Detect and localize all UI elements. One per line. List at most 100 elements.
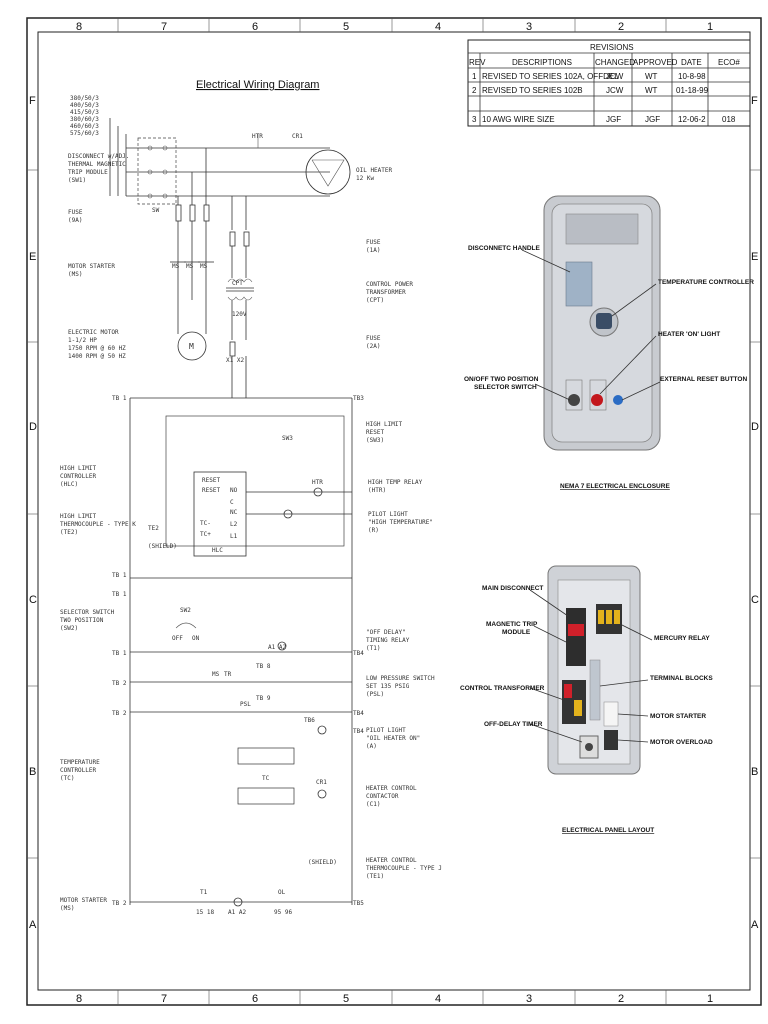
rev-row1-approved: WT [645,72,658,81]
cpt-l2: TRANSFORMER [366,289,406,296]
zone-labels-left: F E D C B A [29,95,37,931]
oil-heater-symbol [305,149,351,195]
tb1-sel: TB 1 [112,650,127,657]
zone-left-A: A [29,919,37,931]
heater-light-illustration [591,394,603,406]
zone-top-5: 5 [343,21,349,33]
pilotoil-l3: (A) [366,743,377,750]
sel-l3: (SW2) [60,625,78,632]
sw3-tag: SW3 [282,435,293,442]
main-disconnect-illustration [566,608,586,666]
zone-bottom-3: 3 [526,993,532,1005]
hlc-l1: L1 [230,533,238,540]
rev-col-desc: DESCRIPTIONS [512,58,572,67]
cpt-l3: (CPT) [366,297,384,304]
callout-heater-light: HEATER 'ON' LIGHT [658,331,720,338]
rev-row3-eco: 018 [722,115,736,124]
reset-button-illustration [613,395,623,405]
tb1-mid-1: TB 1 [112,572,127,579]
zone-top-4: 4 [435,21,441,33]
sel-l2: TWO POSITION [60,617,104,624]
te2-tag: TE2 [148,525,159,532]
hltc-l3: (TE2) [60,529,78,536]
zone-left-F: F [29,95,36,107]
ms-contact-label-2: MS [186,263,194,270]
motor-l4: 1400 RPM @ 50 HZ [68,353,126,360]
motor-l2: 1-1/2 HP [68,337,97,344]
rev-row3-date: 12-06-2 [678,115,706,124]
tb9-tag: TB 9 [256,695,271,702]
cr1-coil-tag: CR1 [316,779,327,786]
cpt-tag: CPT [232,280,243,287]
callout-selector-1: ON/OFF TWO POSITION [464,376,539,383]
tb4-3: TB4 [353,728,364,735]
callout-mercury-relay: MERCURY RELAY [654,635,710,642]
tb2-tc: TB 2 [112,710,127,717]
ms-contact-label-3: MS [200,263,208,270]
htc-l1: HEATER CONTROL [366,857,417,864]
fuse2a-l2: (2A) [366,343,380,350]
zone-bottom-4: 4 [435,993,441,1005]
fuse1a-l1: FUSE [366,239,381,246]
rev-col-approved: APPROVED [633,58,678,67]
tb4-2: TB4 [353,710,364,717]
hlreset-l2: RESET [366,429,384,436]
nema7-enclosure-illustration: DISCONNETC HANDLE TEMPERATURE CONTROLLER… [464,195,754,490]
hltc-l1: HIGH LIMIT [60,513,97,520]
tb6-tag: TB6 [304,717,315,724]
zone-bottom-8: 8 [76,993,82,1005]
zone-top-7: 7 [161,21,167,33]
inner-border [37,31,751,991]
htr-l2: (HTR) [368,487,386,494]
msb-l1: MOTOR STARTER [60,897,107,904]
panel-layout-illustration: MAIN DISCONNECT MAGNETIC TRIP MODULE MER… [460,565,713,834]
msb-l2: (MS) [60,905,74,912]
diagram-title: Electrical Wiring Diagram [196,79,319,91]
hlreset-l1: HIGH LIMIT [366,421,403,428]
voltage-4: 380/60/3 [70,116,99,123]
zone-right-A: A [751,919,759,931]
t1-contact-tag: T1 [200,889,208,896]
tc-l1: TEMPERATURE [60,759,100,766]
ms-l1: MOTOR STARTER [68,263,115,270]
callout-reset: EXTERNAL RESET BUTTON [660,376,747,383]
rev-row2-changed: JCW [606,86,624,95]
hltc-l2: THERMOCOUPLE - TYPE K [60,521,136,528]
sw2-off: OFF [172,635,183,642]
revisions-header: REVISIONS [590,43,634,52]
htc-l3: (TE1) [366,873,384,880]
psl-ms: MS [212,671,220,678]
hlc-tcm: TC- [200,520,211,527]
disconnect-l2: THERMAL MAGNETIC [68,161,126,168]
fuse9a-l2: (9A) [68,217,82,224]
psl-tr: TR [224,671,232,678]
hlc-l2: L2 [230,521,238,528]
zone-right-C: C [751,594,759,606]
sw2-tag: SW2 [180,607,191,614]
zone-bottom-5: 5 [343,993,349,1005]
voltage-5: 460/60/3 [70,123,99,130]
fuse1a-l2: (1A) [366,247,380,254]
lowp-l3: (PSL) [366,691,384,698]
lowp-l2: SET 135 PSIG [366,683,410,690]
callout-motor-overload: MOTOR OVERLOAD [650,739,713,746]
right-labels: OIL HEATER 12 Kw FUSE (1A) CONTROL POWER… [356,167,442,880]
callout-motor-starter: MOTOR STARTER [650,713,706,720]
tb2-ms: TB 2 [112,900,127,907]
callout-control-transformer: CONTROL TRANSFORMER [460,685,545,692]
ol-9596: 95 96 [274,909,292,916]
tc-l3: (TC) [60,775,74,782]
psl-tag: PSL [240,701,251,708]
voltage-3: 415/50/3 [70,109,99,116]
hlc-tag: HLC [212,547,223,554]
panel-caption: ELECTRICAL PANEL LAYOUT [562,827,654,834]
hlc-reset-2: RESET [202,487,220,494]
hlc-nc: NC [230,509,238,516]
hcc-l3: (C1) [366,801,380,808]
zone-right-E: E [751,251,758,263]
disconnect-l1: DISCONNECT w/ADJ. [68,153,129,160]
zone-ticks [27,18,761,1005]
tb8-tag: TB 8 [256,663,271,670]
callout-main-disconnect: MAIN DISCONNECT [482,585,543,592]
pilotoil-l2: "OIL HEATER ON" [366,735,420,742]
